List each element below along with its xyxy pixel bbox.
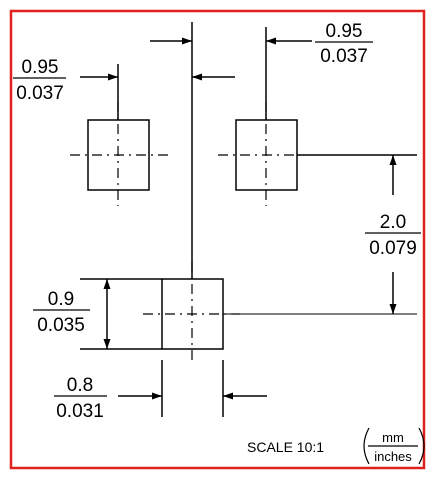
- unit-paren-right: [418, 427, 425, 465]
- unit-paren-left: [363, 427, 370, 465]
- drawing-border: [9, 9, 426, 470]
- pad-centerlines: [70, 102, 297, 365]
- dim-top-left-inch: 0.037: [16, 83, 64, 104]
- dim-bottom-mm: 0.8: [67, 375, 93, 396]
- dim-right-mm: 2.0: [380, 212, 406, 233]
- dim-top-left-mm: 0.95: [22, 57, 59, 78]
- extension-lines: [80, 22, 417, 417]
- dimension-arrows: [80, 37, 397, 400]
- unit-mm: mm: [382, 430, 404, 445]
- dim-bottom-inch: 0.031: [56, 401, 104, 422]
- dim-right-inch: 0.079: [369, 238, 417, 259]
- fraction-bars: [13, 41, 421, 447]
- dim-left-mm: 0.9: [48, 289, 74, 310]
- scale-label: SCALE 10:1: [247, 439, 324, 455]
- dim-left-inch: 0.035: [37, 315, 85, 336]
- dim-top-right-mm: 0.95: [326, 21, 363, 42]
- dim-top-right-inch: 0.037: [320, 46, 368, 67]
- unit-inches: inches: [374, 449, 412, 464]
